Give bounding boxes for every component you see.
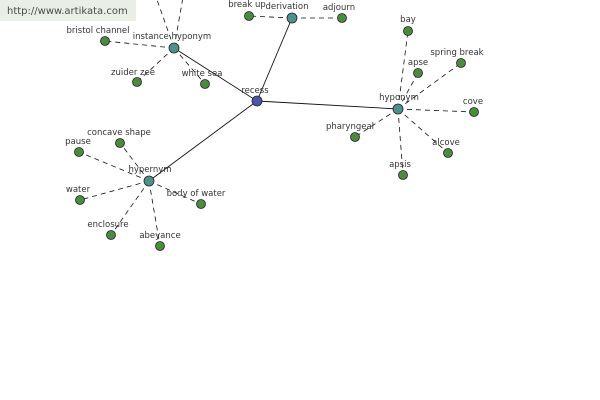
word-label-cove: cove bbox=[463, 97, 483, 107]
root-label-recess: recess bbox=[241, 86, 269, 96]
graph-nodes bbox=[74, 11, 479, 251]
edge-instance-hyponym-offscreen-2 bbox=[173, 0, 183, 49]
relation-label-derivation: derivation bbox=[265, 2, 308, 12]
word-label-water: water bbox=[66, 185, 91, 195]
word-label-body-of-water: body of water bbox=[167, 189, 226, 199]
word-label-bristol-channel: bristol channel bbox=[67, 26, 130, 36]
word-node-spring-break[interactable] bbox=[456, 58, 466, 68]
word-node-pharyngeal[interactable] bbox=[350, 132, 360, 142]
edge-root-hyponym bbox=[256, 100, 399, 110]
edge-hypernym-abeyance bbox=[148, 180, 161, 247]
edge-hypernym-pause bbox=[78, 151, 150, 182]
word-label-concave-shape: concave shape bbox=[87, 128, 151, 138]
edge-hypernym-concave-shape bbox=[119, 142, 150, 182]
word-label-bay: bay bbox=[400, 15, 416, 25]
word-node-pause[interactable] bbox=[74, 147, 84, 157]
relation-label-hyponym: hyponym bbox=[379, 93, 419, 103]
word-node-enclosure[interactable] bbox=[106, 230, 116, 240]
relation-label-hypernym: hypernym bbox=[128, 165, 171, 175]
word-node-adjourn[interactable] bbox=[337, 13, 347, 23]
edge-instance-hyponym-bristol-channel bbox=[104, 40, 175, 49]
relation-node-hyponym[interactable] bbox=[392, 103, 404, 115]
word-node-body-of-water[interactable] bbox=[196, 199, 206, 209]
edge-hypernym-body-of-water bbox=[148, 180, 202, 205]
word-label-apsis: apsis bbox=[389, 160, 411, 170]
word-label-white-sea: white sea bbox=[182, 69, 223, 79]
edge-hypernym-water bbox=[79, 180, 150, 201]
word-label-pharyngeal: pharyngeal bbox=[326, 122, 374, 132]
edge-hyponym-alcove bbox=[397, 108, 449, 154]
edge-hyponym-bay bbox=[397, 30, 409, 110]
edge-hyponym-apsis bbox=[397, 108, 404, 176]
word-node-apse[interactable] bbox=[413, 68, 423, 78]
word-label-pause: pause bbox=[65, 137, 91, 147]
relation-node-instance-hyponym[interactable] bbox=[168, 42, 180, 54]
word-label-break-up: break up bbox=[228, 0, 266, 10]
edge-hyponym-spring-break bbox=[397, 62, 462, 110]
word-label-alcove: alcove bbox=[432, 138, 460, 148]
root-node-recess[interactable] bbox=[251, 95, 263, 107]
word-label-adjourn: adjourn bbox=[323, 3, 355, 13]
word-node-cove[interactable] bbox=[469, 107, 479, 117]
word-node-abeyance[interactable] bbox=[155, 241, 165, 251]
word-node-bristol-channel[interactable] bbox=[100, 36, 110, 46]
edge-hypernym-enclosure bbox=[110, 180, 150, 236]
word-node-concave-shape[interactable] bbox=[115, 138, 125, 148]
word-label-spring-break: spring break bbox=[430, 48, 483, 58]
word-node-zuider-zee[interactable] bbox=[132, 77, 142, 87]
word-label-zuider-zee: zuider zee bbox=[111, 68, 155, 78]
relation-node-derivation[interactable] bbox=[286, 12, 298, 24]
edge-derivation-break-up bbox=[248, 15, 293, 19]
relation-node-hypernym[interactable] bbox=[143, 175, 155, 187]
word-node-white-sea[interactable] bbox=[200, 79, 210, 89]
graph-labels: recess derivation hyponym hypernym instance … bbox=[65, 0, 484, 241]
edge-root-instance-hyponym bbox=[173, 47, 258, 102]
edge-root-derivation bbox=[256, 17, 293, 102]
artikata-watermark[interactable]: http://www.artikata.com bbox=[0, 0, 136, 21]
edge-instance-hyponym-offscreen-1 bbox=[156, 0, 175, 49]
word-node-break-up[interactable] bbox=[244, 11, 254, 21]
word-node-apsis[interactable] bbox=[398, 170, 408, 180]
word-node-bay[interactable] bbox=[403, 26, 413, 36]
graph-edges bbox=[78, 0, 475, 247]
word-node-water[interactable] bbox=[75, 195, 85, 205]
edge-instance-hyponym-white-sea bbox=[173, 47, 206, 85]
edge-hyponym-cove bbox=[397, 108, 475, 113]
relation-label-instance-hyponym: instance hyponym bbox=[133, 32, 211, 42]
word-label-abeyance: abeyance bbox=[139, 231, 180, 241]
word-node-alcove[interactable] bbox=[443, 148, 453, 158]
word-label-apse: apse bbox=[408, 58, 428, 68]
edge-root-hypernym bbox=[148, 100, 258, 182]
edge-hyponym-apse bbox=[397, 72, 419, 110]
word-label-enclosure: enclosure bbox=[87, 220, 128, 230]
